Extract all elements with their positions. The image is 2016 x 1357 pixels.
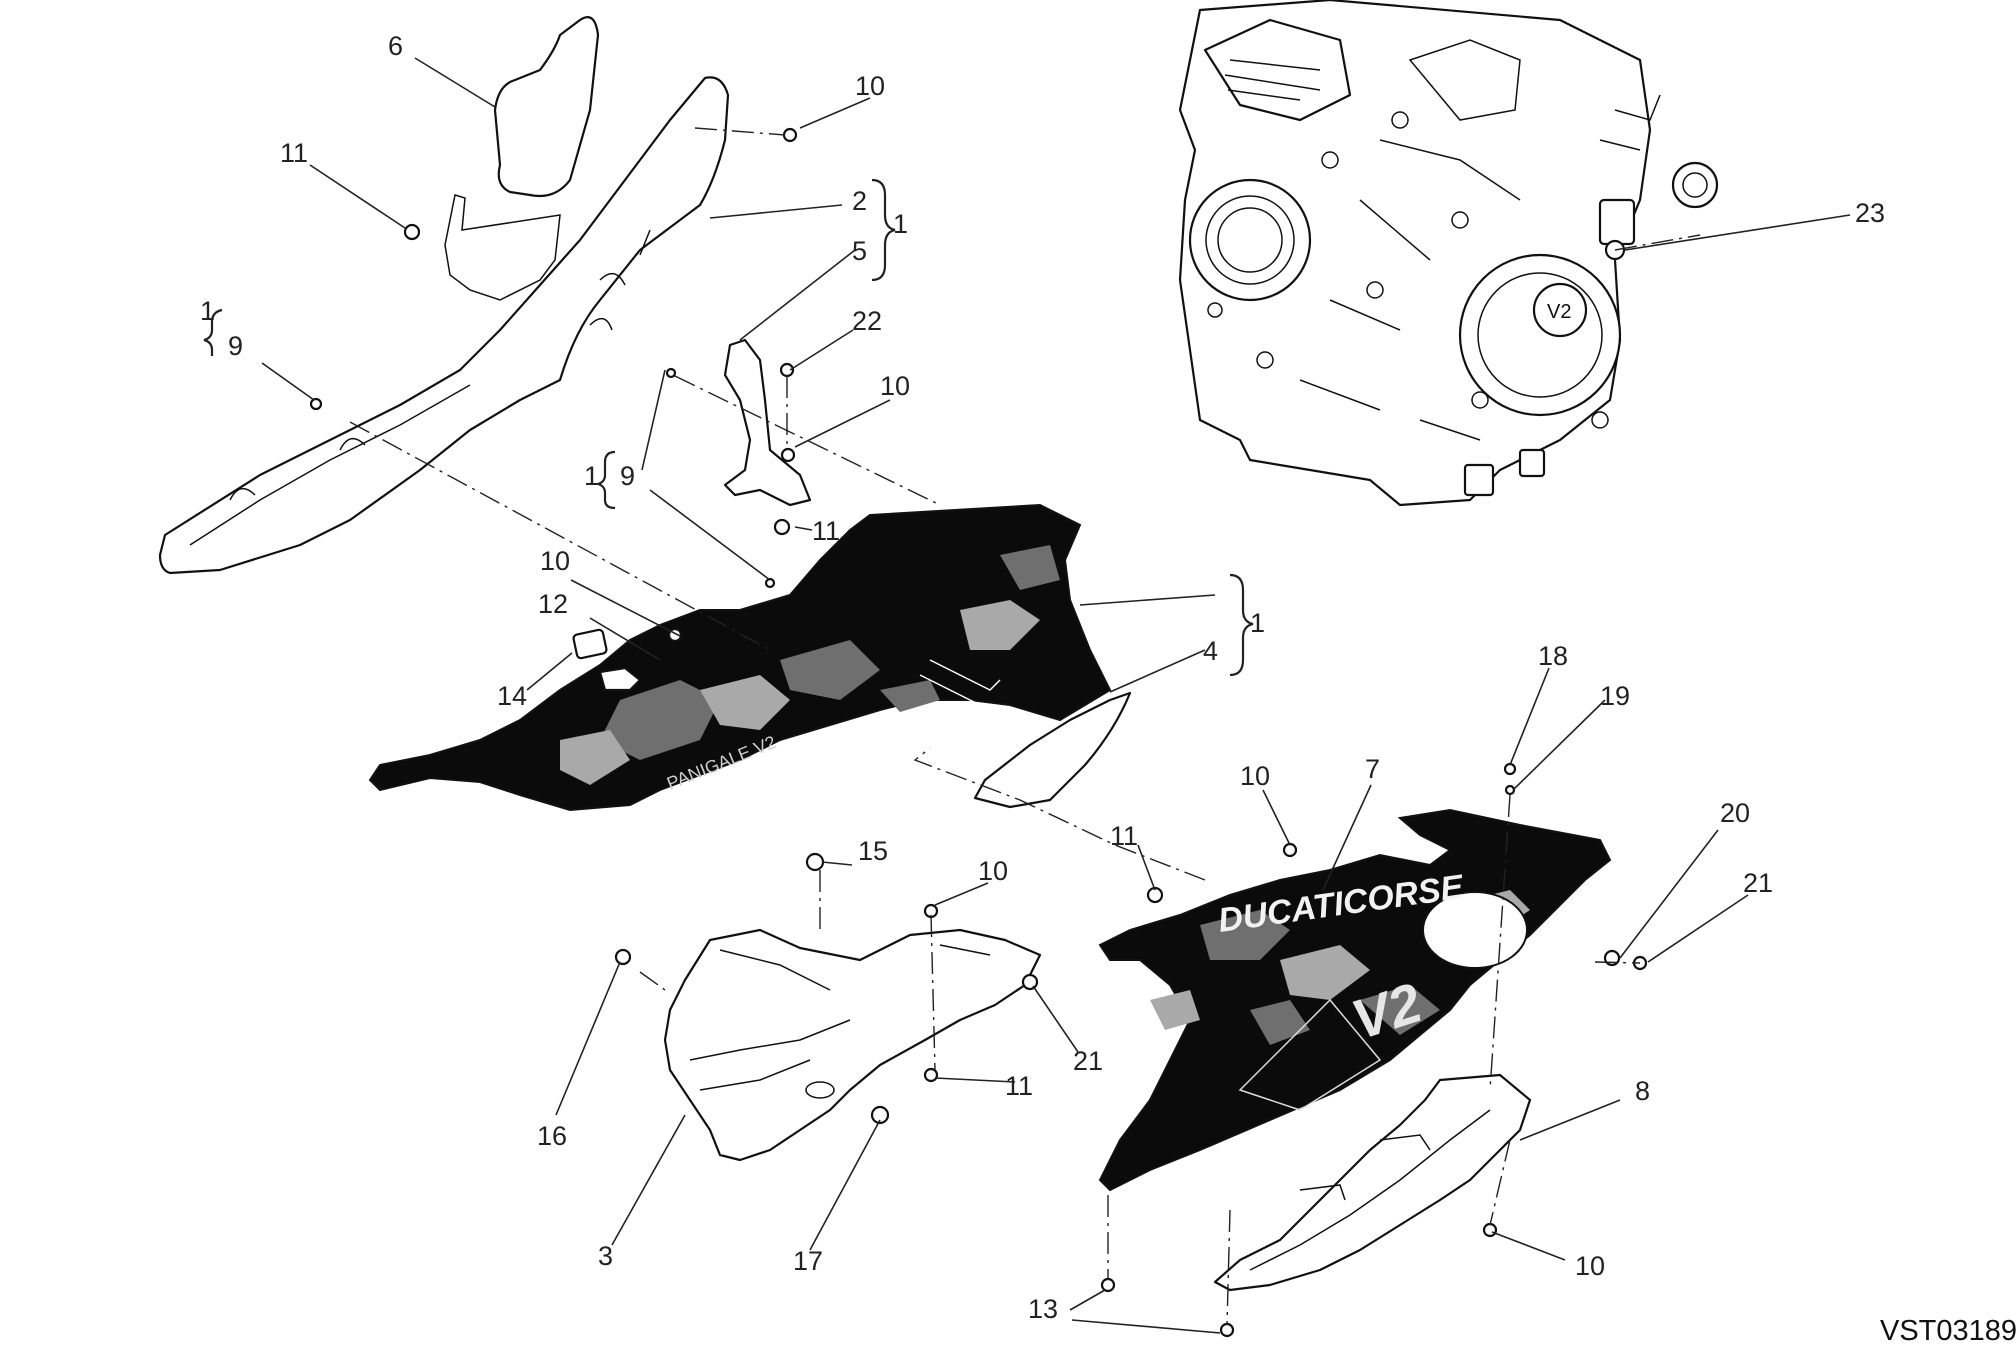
fasteners: [309, 127, 1648, 1338]
callout-10: 10: [978, 856, 1008, 886]
part-2-detail: [189, 229, 651, 546]
leader-lines: [261, 57, 1851, 1334]
callout-8: 8: [1635, 1076, 1650, 1106]
callout-11: 11: [1110, 821, 1138, 851]
callout-20: 20: [1720, 798, 1750, 828]
part-7-main-fairing: DUCATICORSE V2: [1098, 808, 1612, 1192]
callout-9: 9: [228, 331, 243, 361]
callout-10: 10: [880, 371, 910, 401]
callout-1: 1: [1250, 608, 1265, 638]
callout-12: 12: [538, 589, 568, 619]
part-5-bracket: [723, 338, 812, 507]
callout-10: 10: [540, 546, 570, 576]
part-1-tank-cover: PANIGALE V2: [368, 503, 1112, 812]
callout-2: 2: [852, 186, 867, 216]
callout-5: 5: [852, 236, 867, 266]
callout-10: 10: [1575, 1251, 1605, 1281]
callout-21: 21: [1743, 868, 1773, 898]
callout-18: 18: [1538, 641, 1568, 671]
callout-labels: 6 10 11 2 1 5 1 9 22 10 1 9 11 10 12 14 …: [200, 31, 1885, 1324]
part-2-bracket: [444, 194, 561, 301]
braces: [203, 178, 1254, 677]
callout-10: 10: [1240, 761, 1270, 791]
part-2-inner-frame: [158, 76, 730, 575]
callout-6: 6: [388, 31, 403, 61]
callout-10: 10: [855, 71, 885, 101]
drawing-code: VST03189: [1880, 1315, 2016, 1347]
engine-block: V2: [1178, 0, 1719, 507]
callout-17: 17: [793, 1246, 823, 1276]
callout-19: 19: [1600, 681, 1630, 711]
callout-9: 9: [620, 461, 635, 491]
callout-1: 1: [200, 296, 215, 326]
callout-1: 1: [893, 209, 908, 239]
svg-text:V2: V2: [1547, 301, 1571, 323]
callout-14: 14: [497, 681, 527, 711]
callout-23: 23: [1855, 198, 1885, 228]
callout-15: 15: [858, 836, 888, 866]
part-12-clip: [598, 666, 642, 692]
part-3-inner-panel: [663, 928, 1042, 1162]
callout-16: 16: [537, 1121, 567, 1151]
callout-22: 22: [852, 306, 882, 336]
callout-13: 13: [1028, 1294, 1058, 1324]
callout-21: 21: [1073, 1046, 1103, 1076]
callout-1: 1: [584, 461, 599, 491]
callout-4: 4: [1203, 636, 1218, 666]
assembly-lines: [349, 127, 1701, 1326]
callout-11: 11: [1005, 1071, 1033, 1101]
callout-3: 3: [598, 1241, 613, 1271]
part-14-clip: [572, 628, 608, 660]
part-6-heat-guard: [493, 16, 600, 198]
callout-7: 7: [1365, 754, 1380, 784]
part-8-belly-pan: [1213, 1073, 1532, 1292]
callout-11: 11: [280, 138, 308, 168]
callout-11: 11: [812, 516, 840, 546]
